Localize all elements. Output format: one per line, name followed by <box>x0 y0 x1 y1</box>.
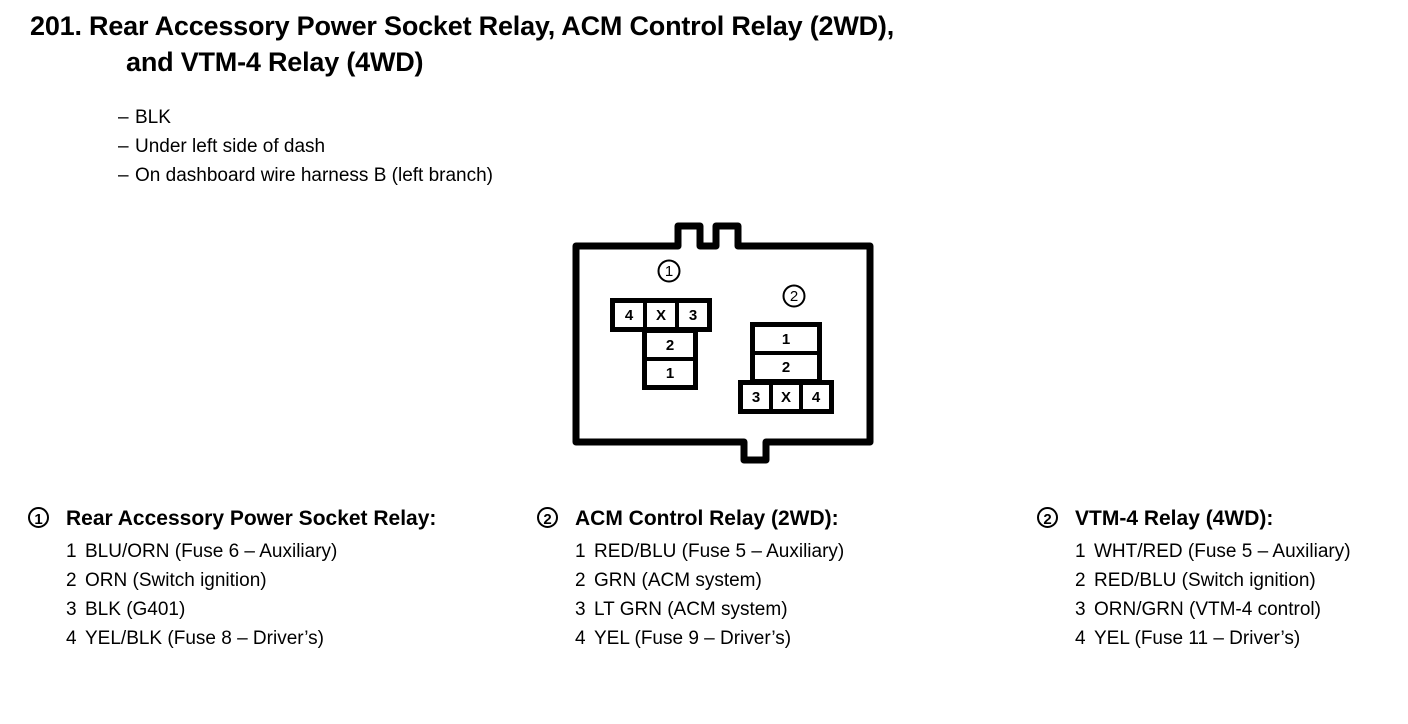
legend-pin-text: LT GRN (ACM system) <box>594 599 788 620</box>
legend-pin-number: 1 <box>66 541 77 562</box>
legend-pin-number: 2 <box>1075 570 1086 591</box>
connector-2-pin-cell: 2 <box>782 359 790 376</box>
legend-pin-list: 1 BLU/ORN (Fuse 6 – Auxiliary) 2 ORN (Swit… <box>28 537 528 653</box>
connector-1-pin-cell: 1 <box>666 365 674 382</box>
legend-pin-number: 4 <box>66 628 77 649</box>
legend-column-acm-control-relay-2wd: 2 ACM Control Relay (2WD): 1 RED/BLU (Fus… <box>537 505 1027 653</box>
legend-title: ACM Control Relay (2WD): <box>575 507 839 530</box>
attribute-text: Under left side of dash <box>135 136 326 157</box>
connector-1-pin-cell: 2 <box>666 337 674 354</box>
connector-1-pin-cell: X <box>656 307 666 324</box>
legend-pin-number: 4 <box>575 628 586 649</box>
legend-title: VTM-4 Relay (4WD): <box>1075 507 1274 530</box>
legend-pin-number: 3 <box>66 599 77 620</box>
legend-pin-item: 4 YEL (Fuse 11 – Driver’s) <box>1075 624 1408 653</box>
legend-pin-text: GRN (ACM system) <box>594 570 762 591</box>
legend-pin-text: YEL (Fuse 11 – Driver’s) <box>1094 628 1301 649</box>
legend-pin-text: ORN/GRN (VTM-4 control) <box>1094 599 1321 620</box>
connector-1-marker: 1 <box>657 259 681 283</box>
attribute-item: –BLK <box>118 103 493 132</box>
legend-pin-number: 1 <box>575 541 586 562</box>
legend-pin-item: 4 YEL/BLK (Fuse 8 – Driver’s) <box>66 624 528 653</box>
legend-pin-text: YEL (Fuse 9 – Driver’s) <box>594 628 792 649</box>
legend-pin-number: 2 <box>575 570 586 591</box>
legend-badge-icon: 1 <box>28 507 49 528</box>
legend-pin-item: 4 YEL (Fuse 9 – Driver’s) <box>575 624 1027 653</box>
legend-title: Rear Accessory Power Socket Relay: <box>66 507 437 530</box>
legend-pin-list: 1 RED/BLU (Fuse 5 – Auxiliary) 2 GRN (ACM … <box>537 537 1027 653</box>
connector-1-marker-label: 1 <box>665 263 673 280</box>
connector-2-pin-cell: 4 <box>812 389 821 406</box>
legend-pin-item: 3 ORN/GRN (VTM-4 control) <box>1075 595 1408 624</box>
page-title-line-1: 201. Rear Accessory Power Socket Relay, … <box>30 11 895 41</box>
legend-pin-number: 3 <box>575 599 586 620</box>
connector-housing-outline <box>572 222 874 464</box>
legend-pin-text: RED/BLU (Fuse 5 – Auxiliary) <box>594 541 845 562</box>
legend-pin-list: 1 WHT/RED (Fuse 5 – Auxiliary) 2 RED/BLU (… <box>1037 537 1408 653</box>
page-title: 201. Rear Accessory Power Socket Relay, … <box>30 8 1360 80</box>
connector-2-pin-block: 1 2 3 X 4 <box>738 322 834 414</box>
dash-bullet-icon: – <box>118 165 129 186</box>
legend-badge-icon: 2 <box>537 507 558 528</box>
legend-pin-item: 3 LT GRN (ACM system) <box>575 595 1027 624</box>
legend-pin-item: 1 BLU/ORN (Fuse 6 – Auxiliary) <box>66 537 528 566</box>
legend-pin-item: 1 WHT/RED (Fuse 5 – Auxiliary) <box>1075 537 1408 566</box>
connector-1-pin-block: 4 X 3 2 1 <box>610 298 712 390</box>
legend-pin-text: YEL/BLK (Fuse 8 – Driver’s) <box>85 628 324 649</box>
legend-header: 2 VTM-4 Relay (4WD): <box>1037 505 1408 532</box>
attribute-text: BLK <box>135 107 171 128</box>
legend-pin-text: BLU/ORN (Fuse 6 – Auxiliary) <box>85 541 338 562</box>
legend-pin-item: 2 GRN (ACM system) <box>575 566 1027 595</box>
legend-pin-number: 1 <box>1075 541 1086 562</box>
legend-pin-text: BLK (G401) <box>85 599 186 620</box>
legend-pin-text: WHT/RED (Fuse 5 – Auxiliary) <box>1094 541 1351 562</box>
legend-pin-number: 2 <box>66 570 77 591</box>
dash-bullet-icon: – <box>118 107 129 128</box>
legend-header: 2 ACM Control Relay (2WD): <box>537 505 1027 532</box>
legend-column-vtm-4-relay-4wd: 2 VTM-4 Relay (4WD): 1 WHT/RED (Fuse 5 – … <box>1037 505 1408 653</box>
legend-pin-number: 4 <box>1075 628 1086 649</box>
attribute-text: On dashboard wire harness B (left branch… <box>135 165 494 186</box>
connector-2-marker-label: 2 <box>790 288 798 305</box>
legend-pin-text: ORN (Switch ignition) <box>85 570 267 591</box>
legend-badge-icon: 2 <box>1037 507 1058 528</box>
legend-header: 1 Rear Accessory Power Socket Relay: <box>28 505 528 532</box>
attribute-item: –Under left side of dash <box>118 132 493 161</box>
legend-pin-item: 3 BLK (G401) <box>66 595 528 624</box>
legend-pin-item: 2 ORN (Switch ignition) <box>66 566 528 595</box>
attribute-item: –On dashboard wire harness B (left branc… <box>118 161 493 190</box>
attribute-list: –BLK –Under left side of dash –On dashbo… <box>118 103 493 190</box>
legend-pin-item: 2 RED/BLU (Switch ignition) <box>1075 566 1408 595</box>
connector-1-pin-cell: 4 <box>625 307 634 324</box>
page-title-line-2: and VTM-4 Relay (4WD) <box>126 47 424 77</box>
connector-2-pin-cell: X <box>781 389 791 406</box>
connector-2-pin-cell: 3 <box>752 389 760 406</box>
dash-bullet-icon: – <box>118 136 129 157</box>
legend-pin-text: RED/BLU (Switch ignition) <box>1094 570 1316 591</box>
connector-1-pin-cell: 3 <box>689 307 697 324</box>
legend-pin-number: 3 <box>1075 599 1086 620</box>
connector-diagram: 1 4 X 3 2 1 2 <box>560 214 900 474</box>
legend-pin-item: 1 RED/BLU (Fuse 5 – Auxiliary) <box>575 537 1027 566</box>
connector-2-marker: 2 <box>782 284 806 308</box>
connector-2-pin-cell: 1 <box>782 331 790 348</box>
